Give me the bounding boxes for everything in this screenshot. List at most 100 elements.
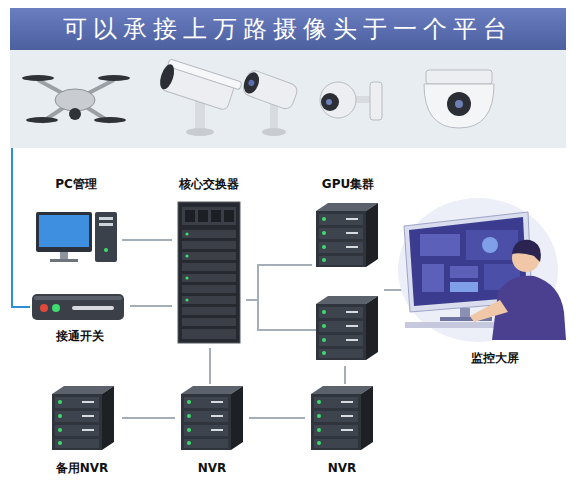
drone-icon [55,89,95,111]
network-link [122,239,172,241]
network-link [246,265,312,300]
server-icon [181,386,243,450]
server-icon [52,386,114,450]
rack-icon [182,329,236,339]
device-node: PC管理 [30,176,122,268]
rack-icon [182,241,236,249]
bullet-camera [157,58,242,113]
monitor-scene [450,266,478,278]
rack-icon [198,210,208,222]
network-link [130,305,172,307]
server-icon [316,203,378,267]
bullet-camera [186,128,214,136]
rack-icon [182,230,236,238]
bullet-camera [262,128,286,136]
switch-icon [32,294,124,320]
monitor-scene [482,237,498,253]
bullet-camera [240,68,299,111]
rack-icon [182,318,236,326]
device-node: 接通开关 [30,292,130,344]
pc-icon [50,259,78,262]
rack-icon [182,207,236,225]
device-node: 监控大屏 [405,200,576,366]
rack-icon [182,285,236,293]
monitor-scene [466,230,518,260]
device-label: 接通开关 [56,328,104,344]
rack-icon [182,263,236,271]
pc-icon [99,217,113,220]
camera-panel [10,50,566,148]
rack-icon [182,274,236,282]
server-icon [316,296,378,360]
device-label: PC管理 [55,176,97,192]
ball-camera [320,82,356,118]
title-banner: 可以承接上万路摄像头于一个平台 [10,8,566,50]
monitor-scene [460,308,470,318]
drone-icon [94,117,126,123]
drone-icon [98,75,130,81]
device-label: 备用NVR [56,460,109,476]
bullet-camera [167,59,242,90]
rack-icon [182,307,236,315]
rack-icon [185,232,188,235]
bullet-camera [240,68,299,136]
drone-icon [22,75,54,81]
drone-icon [22,75,130,123]
dome-camera [455,100,463,108]
dome-camera [426,70,492,84]
switch-icon [40,304,48,312]
switch-icon [34,296,122,300]
network-link [122,417,175,419]
monitor-scene [470,300,508,322]
device-node: 核心交换器 [172,176,246,348]
pc-icon [99,223,113,226]
device-node: NVR [175,384,249,476]
pc-icon [36,212,117,262]
rack-icon [178,202,240,343]
monitor-scene [422,264,444,292]
bullet-camera [241,69,299,111]
rack-icon [182,252,236,260]
switch-icon [72,306,114,310]
device-label: 监控大屏 [471,350,519,366]
drone-icon [69,108,81,120]
pc-icon [36,212,92,252]
ball-camera [320,82,382,120]
network-link [209,348,211,384]
device-label: 核心交换器 [179,176,239,192]
rack-icon [185,210,195,222]
switch-icon [52,304,60,312]
drone-icon [26,117,58,123]
bullet-camera [157,63,176,91]
device-label: NVR [198,460,227,476]
rack-icon [185,254,188,257]
rack-icon [182,296,236,304]
device-label: GPU集群 [322,176,374,192]
network-link [344,366,346,384]
rack-icon [178,202,240,343]
network-link [249,417,305,419]
bullet-camera [248,79,256,87]
monitor-scene [420,234,460,256]
monitor-scene [450,282,478,292]
monitor-scene [512,240,541,262]
feed-wire [12,148,30,307]
device-node: NVR [305,384,379,476]
pc-icon [60,252,68,260]
device-node: 备用NVR [42,384,122,476]
dome-camera [447,92,471,116]
monitor-scene [398,198,566,342]
ball-camera [370,82,382,120]
cluster-wire [258,300,318,330]
ball-camera [321,93,339,111]
pc-icon [95,212,117,262]
server-icon [311,386,373,450]
bullet-camera [241,70,262,95]
device-node: GPU集群 [312,176,384,366]
rack-icon [185,276,188,279]
switch-icon [32,294,124,320]
rack-icon [185,298,188,301]
ball-camera [326,99,332,105]
